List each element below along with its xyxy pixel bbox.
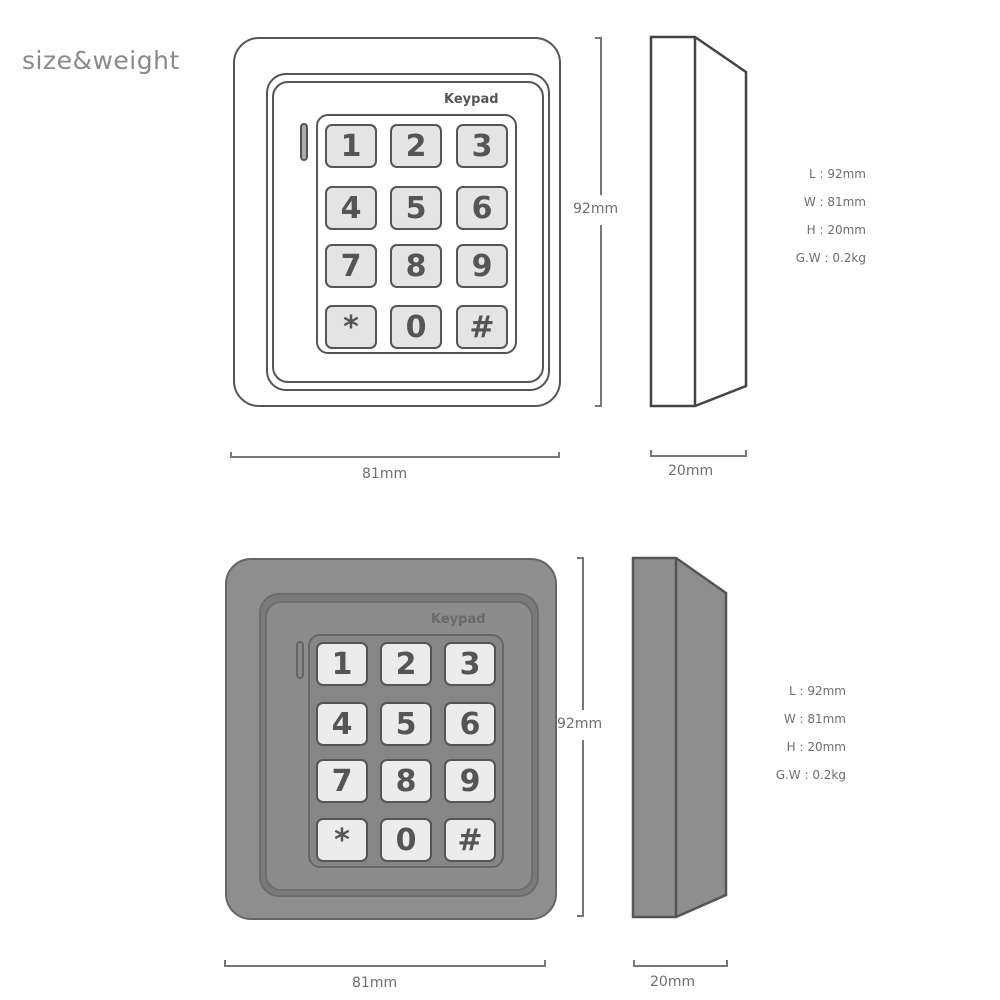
key-9[interactable]: 9 xyxy=(444,759,496,803)
spec-width: W : 81mm xyxy=(803,195,866,209)
keypad-frame: 1 2 3 4 5 6 7 8 9 * 0 # xyxy=(316,114,517,354)
status-led xyxy=(300,123,308,161)
depth-dimension-label: 20mm xyxy=(668,463,714,479)
key-6[interactable]: 6 xyxy=(456,186,508,230)
key-3[interactable]: 3 xyxy=(456,124,508,168)
key-8[interactable]: 8 xyxy=(380,759,432,803)
key-2[interactable]: 2 xyxy=(380,642,432,686)
key-5[interactable]: 5 xyxy=(390,186,442,230)
brand-label: Keypad xyxy=(431,612,486,627)
spec-height: H : 20mm xyxy=(786,740,846,754)
key-1[interactable]: 1 xyxy=(325,124,377,168)
key-1[interactable]: 1 xyxy=(316,642,368,686)
spec-gross-weight: G.W : 0.2kg xyxy=(795,251,866,265)
key-4[interactable]: 4 xyxy=(316,702,368,746)
brand-label: Keypad xyxy=(444,92,499,107)
key-star[interactable]: * xyxy=(316,818,368,862)
spec-length: L : 92mm xyxy=(788,684,846,698)
key-2[interactable]: 2 xyxy=(390,124,442,168)
key-star[interactable]: * xyxy=(325,305,377,349)
key-3[interactable]: 3 xyxy=(444,642,496,686)
status-led xyxy=(296,641,304,679)
key-0[interactable]: 0 xyxy=(380,818,432,862)
width-dimension-label: 81mm xyxy=(362,466,408,482)
key-5[interactable]: 5 xyxy=(380,702,432,746)
key-4[interactable]: 4 xyxy=(325,186,377,230)
depth-dimension-label: 20mm xyxy=(650,974,696,990)
key-7[interactable]: 7 xyxy=(316,759,368,803)
key-9[interactable]: 9 xyxy=(456,244,508,288)
height-dimension-label: 92mm xyxy=(557,716,603,732)
spec-list: L : 92mm W : 81mm H : 20mm G.W : 0.2kg xyxy=(740,677,846,789)
height-dimension-label: 92mm xyxy=(573,201,619,217)
spec-gross-weight: G.W : 0.2kg xyxy=(775,768,846,782)
spec-width: W : 81mm xyxy=(783,712,846,726)
keypad-frame: 1 2 3 4 5 6 7 8 9 * 0 # xyxy=(308,634,504,868)
page-title: size&weight xyxy=(22,46,180,75)
key-0[interactable]: 0 xyxy=(390,305,442,349)
key-hash[interactable]: # xyxy=(444,818,496,862)
width-dimension-label: 81mm xyxy=(352,975,398,991)
spec-list: L : 92mm W : 81mm H : 20mm G.W : 0.2kg xyxy=(760,160,866,272)
spec-length: L : 92mm xyxy=(808,167,866,181)
key-7[interactable]: 7 xyxy=(325,244,377,288)
key-6[interactable]: 6 xyxy=(444,702,496,746)
key-8[interactable]: 8 xyxy=(390,244,442,288)
key-hash[interactable]: # xyxy=(456,305,508,349)
spec-height: H : 20mm xyxy=(806,223,866,237)
